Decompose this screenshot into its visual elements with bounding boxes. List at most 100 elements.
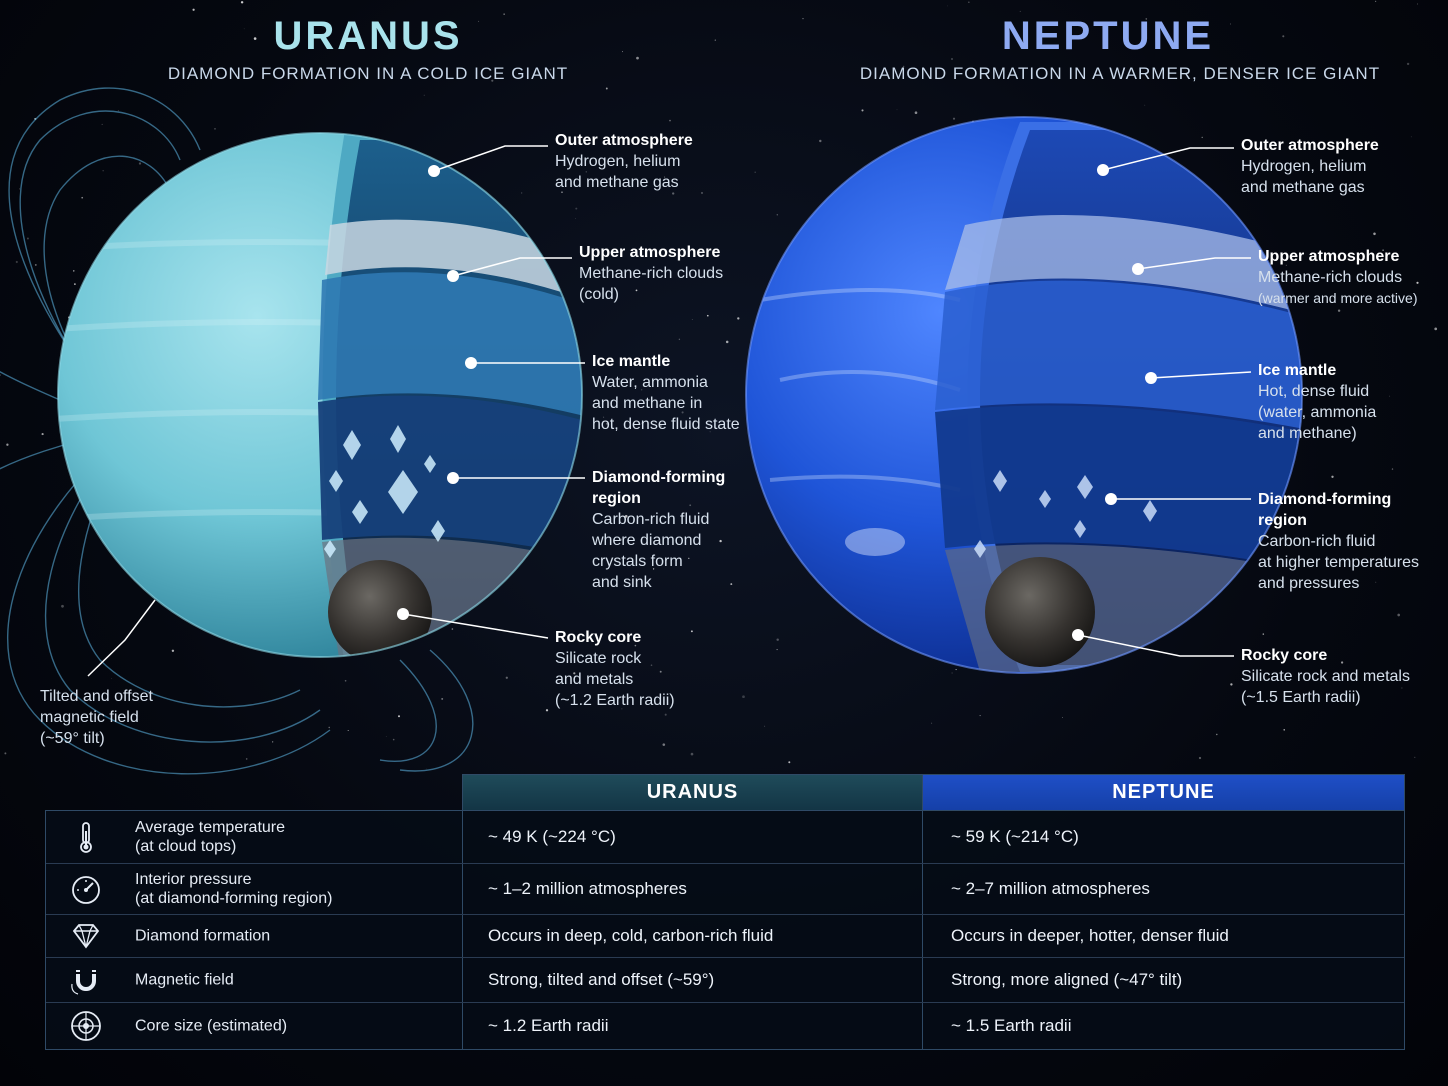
neptune-layer-name: Upper atmosphere [1258, 248, 1400, 265]
uranus-value: Strong, tilted and offset (~59°) [462, 958, 922, 1002]
star [423, 94, 425, 96]
star [1414, 756, 1416, 758]
star [111, 678, 113, 679]
star [478, 20, 480, 22]
star [714, 39, 716, 41]
star [1062, 717, 1063, 718]
star [689, 504, 692, 507]
star [952, 117, 956, 120]
star [606, 422, 609, 425]
star [398, 715, 400, 718]
row-label-text: Diamond formation [135, 927, 271, 945]
star [1374, 0, 1377, 3]
star [737, 317, 740, 320]
star [725, 340, 729, 344]
row-sublabel-text: (at cloud tops) [135, 838, 237, 855]
row-label-text: Interior pressure [135, 871, 252, 888]
neptune-value: Strong, more aligned (~47° tilt) [922, 958, 1404, 1002]
uranus-layer-desc: Water, ammonia and methane in hot, dense… [592, 374, 740, 433]
table-row: Diamond formation Occurs in deep, cold, … [46, 914, 1404, 957]
star [776, 649, 778, 651]
star [754, 171, 756, 173]
star [426, 768, 427, 770]
star [1285, 264, 1287, 266]
neptune-label-outer-atmosphere: Outer atmosphere Hydrogen, helium and me… [1241, 135, 1379, 198]
star [1401, 687, 1403, 689]
row-sublabel-text: (at diamond-forming region) [135, 890, 333, 907]
row-label: Interior pressure (at diamond-forming re… [135, 870, 332, 908]
neptune-layer-name: Rocky core [1241, 647, 1328, 664]
uranus-title: URANUS [273, 14, 463, 58]
star [1282, 35, 1285, 38]
star [669, 119, 671, 122]
magnet-icon [71, 970, 97, 995]
star [896, 109, 898, 111]
star [549, 68, 552, 71]
uranus-subtitle: DIAMOND FORMATION IN A COLD ICE GIANT [167, 64, 569, 83]
row-label-text: Magnetic field [135, 971, 234, 989]
star [385, 736, 387, 737]
star [636, 56, 639, 60]
neptune-great-dark-spot [845, 528, 905, 556]
star [931, 722, 933, 724]
star [272, 741, 274, 743]
uranus-label-rocky-core: Rocky core Silicate rock and metals (~1.… [555, 627, 675, 711]
star [690, 630, 693, 633]
star [634, 644, 637, 647]
star [61, 604, 64, 608]
uranus-layer-desc: Methane-rich clouds (cold) [579, 265, 724, 303]
star [545, 709, 549, 712]
star [947, 5, 948, 7]
star [641, 389, 643, 391]
neptune-value: Occurs in deeper, hotter, denser fluid [922, 915, 1404, 957]
neptune-layer-name: Ice mantle [1258, 362, 1337, 379]
neptune-planet [745, 116, 1303, 674]
star [347, 729, 349, 732]
neptune-layer-name: Outer atmosphere [1241, 137, 1379, 154]
star [624, 514, 628, 518]
star [709, 431, 711, 433]
table-header-uranus: URANUS [462, 774, 923, 811]
neptune-label-diamond-region: Diamond-forming region Carbon-rich fluid… [1258, 489, 1419, 594]
star [621, 708, 623, 710]
star [253, 37, 257, 40]
uranus-value: ~ 49 K (~224 °C) [462, 811, 922, 863]
star [74, 283, 76, 285]
row-label-text: Core size (estimated) [135, 1017, 288, 1035]
star [491, 79, 494, 82]
star [706, 314, 709, 317]
uranus-label-diamond-region: Diamond-forming region Carbon-rich fluid… [592, 467, 725, 593]
star [605, 87, 608, 90]
star [1389, 395, 1390, 397]
star [688, 557, 690, 559]
star [659, 424, 662, 428]
star [1289, 516, 1291, 519]
star [662, 743, 666, 746]
star [1397, 613, 1401, 617]
star [764, 725, 766, 727]
uranus-label-upper-atmosphere: Upper atmosphere Methane-rich clouds (co… [579, 242, 723, 305]
star [585, 171, 588, 173]
star [1145, 18, 1148, 20]
star [245, 758, 248, 760]
row-label: Diamond formation [135, 927, 270, 946]
uranus-label-outer-atmosphere: Outer atmosphere Hydrogen, helium and me… [555, 130, 693, 193]
star [652, 568, 655, 570]
star [521, 192, 523, 194]
neptune-upper-atmosphere-band [945, 215, 1302, 315]
star [635, 289, 638, 292]
neptune-layer-name: Diamond-forming region [1258, 491, 1392, 529]
star [1019, 10, 1021, 12]
table-row: Core size (estimated) ~ 1.2 Earth radii … [46, 1002, 1404, 1049]
star [681, 411, 684, 414]
core-icon [71, 1011, 101, 1041]
star [101, 123, 103, 125]
magnetic-note-text: Tilted and offset magnetic field (~59° t… [40, 688, 153, 747]
uranus-layer-name: Ice mantle [592, 353, 671, 370]
star [650, 664, 653, 666]
star [951, 672, 953, 674]
uranus-layer-desc: Hydrogen, helium and methane gas [555, 153, 681, 191]
uranus-layer-name: Upper atmosphere [579, 244, 721, 261]
star [1331, 475, 1334, 478]
